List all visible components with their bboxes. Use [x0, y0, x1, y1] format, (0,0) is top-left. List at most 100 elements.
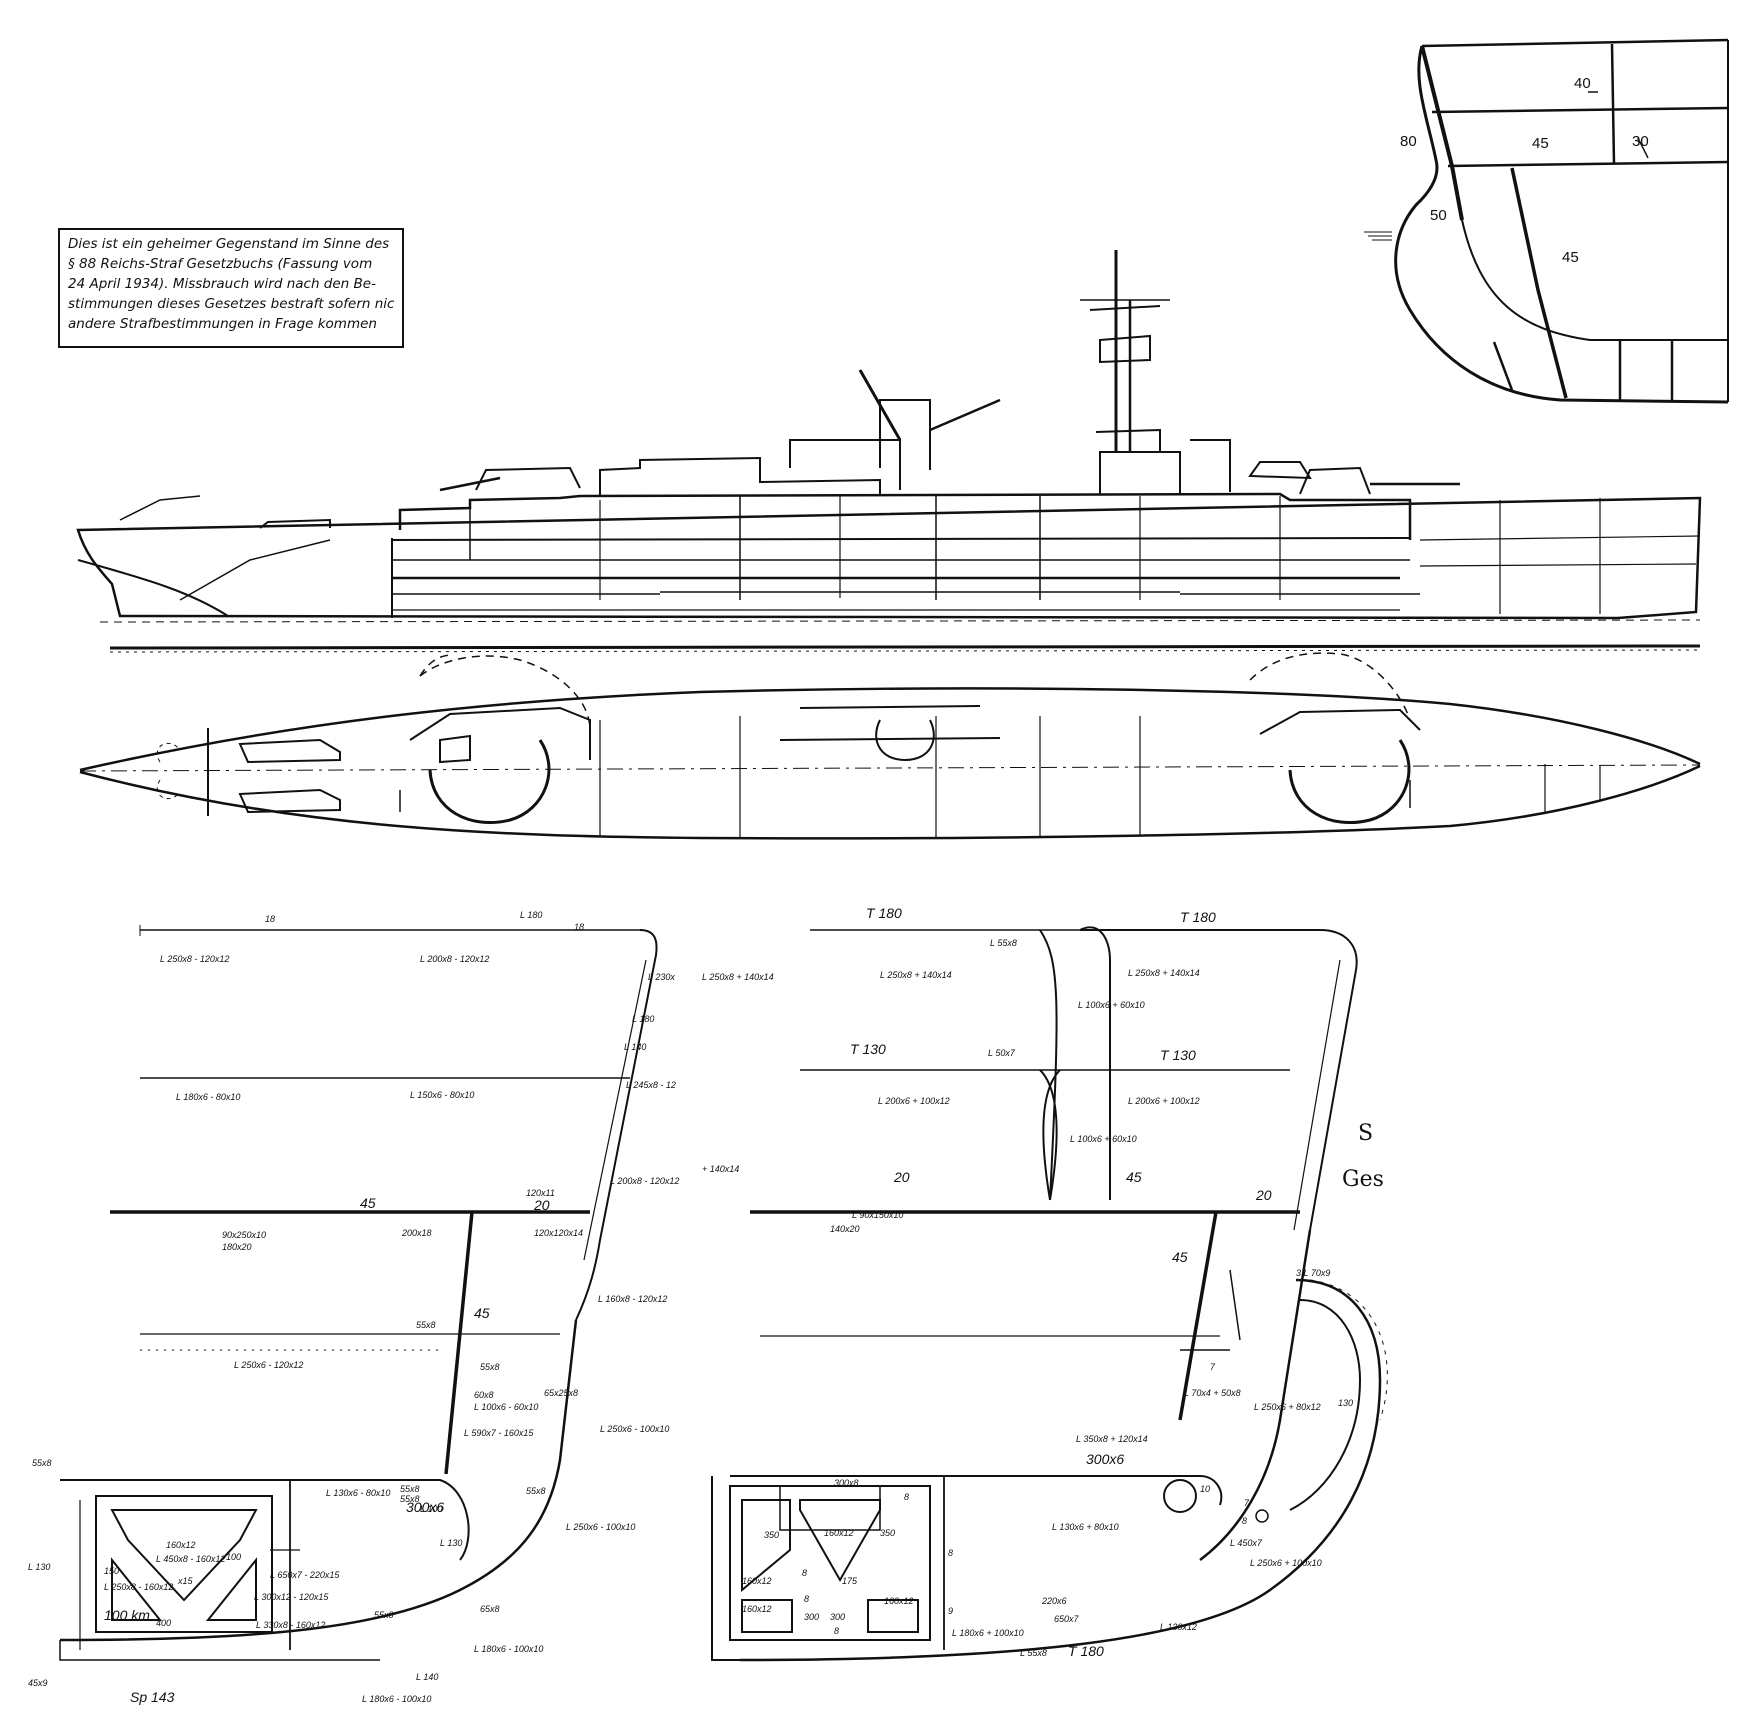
- dimension-label: L 250x8 + 140x14: [1128, 968, 1200, 978]
- dimension-label: L 200x8 - 120x12: [610, 1176, 679, 1186]
- dimension-label: 45: [474, 1305, 490, 1321]
- dimension-label: 160x12: [166, 1540, 196, 1550]
- armor-label: 30: [1632, 133, 1649, 150]
- dimension-label: L 200x8 - 120x12: [420, 954, 489, 964]
- dimension-label: L 100x6 + 60x10: [1078, 1000, 1145, 1010]
- dimension-label: 45: [360, 1195, 376, 1211]
- armor-label: 40: [1574, 75, 1591, 92]
- dimension-label: 130: [1338, 1398, 1353, 1408]
- dimension-label: L 330x8 - 160x12: [256, 1620, 325, 1630]
- dimension-label: 300x6: [1086, 1451, 1124, 1467]
- dimension-label: L 130x6 - 80x10: [326, 1488, 390, 1498]
- dimension-label: 300x8: [834, 1478, 859, 1488]
- edge-text: Ges: [1342, 1167, 1384, 1192]
- dimension-label: 300: [830, 1612, 845, 1622]
- dimension-label: L 90x150x10: [852, 1210, 903, 1220]
- dimension-label: 60x8: [474, 1390, 494, 1400]
- dimension-label: 45: [1172, 1249, 1188, 1265]
- dimension-label: 160x12: [742, 1604, 772, 1614]
- dimension-label: x15: [177, 1576, 194, 1586]
- notice-line: 24 April 1934). Missbrauch wird nach den…: [68, 276, 376, 292]
- scale-bar: [109, 644, 1701, 653]
- dimension-label: 400: [156, 1618, 171, 1628]
- dimension-label: L 130x12: [1160, 1622, 1197, 1632]
- notice-line: stimmungen dieses Gesetzes bestraft sofe…: [68, 296, 394, 312]
- dimension-label: T 180: [1068, 1643, 1104, 1659]
- dimension-label: 55x8: [526, 1486, 546, 1496]
- dimension-label: L 55x8: [990, 938, 1017, 948]
- dimension-label: 300: [804, 1612, 819, 1622]
- edge-annotation: S Ges: [1342, 1121, 1384, 1192]
- dimension-label: 9: [948, 1606, 953, 1616]
- dimension-label: L 55x8: [1020, 1648, 1047, 1658]
- dimension-label: 8: [904, 1492, 909, 1502]
- dimension-label: L 250x6 - 120x12: [234, 1360, 303, 1370]
- dimension-label: 8: [1242, 1516, 1247, 1526]
- dimension-label: 55x8: [480, 1362, 500, 1372]
- dimension-label: Sp 143: [130, 1689, 175, 1705]
- edge-text: S: [1358, 1121, 1373, 1146]
- dimension-label: 8: [834, 1626, 839, 1636]
- dimension-label: 90x250x10: [222, 1230, 266, 1240]
- dimension-label: L 130: [440, 1538, 462, 1548]
- dimension-label: L 250x6 + 100x10: [1250, 1558, 1322, 1568]
- dimension-label: L 180: [632, 1014, 654, 1024]
- dimension-label: 175: [842, 1576, 858, 1586]
- dimension-label: L 200x6 + 100x12: [1128, 1096, 1200, 1106]
- dimension-label: 650x7: [1054, 1614, 1080, 1624]
- dimension-label: 20: [1255, 1187, 1272, 1203]
- dimension-label: 8: [804, 1594, 809, 1604]
- dimension-label: L 300x12 - 120x15: [254, 1592, 329, 1602]
- dimension-label: L 350x8 + 120x14: [1076, 1434, 1148, 1444]
- dimension-label: 8: [802, 1568, 807, 1578]
- dimension-label: 160x12: [884, 1596, 914, 1606]
- dimension-label: 150: [104, 1566, 119, 1576]
- dimension-label: 45: [1126, 1169, 1142, 1185]
- armor-label: 45: [1532, 135, 1549, 152]
- dimension-label: 18: [265, 914, 275, 924]
- dimension-label: 10: [1200, 1484, 1210, 1494]
- dimension-label: T 130: [1160, 1047, 1196, 1063]
- dimension-label: 18: [574, 922, 584, 932]
- armor-label: 80: [1400, 133, 1417, 150]
- dimension-label: L 250x6 + 80x12: [1254, 1402, 1321, 1412]
- dimension-label: 20: [533, 1197, 550, 1213]
- dimension-label: 65x8: [480, 1604, 500, 1614]
- dimension-label: L 50x7: [988, 1048, 1016, 1058]
- dimension-label: L 450x7: [1230, 1538, 1263, 1548]
- dimension-label: 55x8: [400, 1484, 420, 1494]
- dimension-label: L 140: [416, 1672, 438, 1682]
- dimension-label: L 130: [28, 1562, 50, 1572]
- dimension-label: L 180x6 - 100x10: [474, 1644, 543, 1654]
- armor-scheme-section: [1364, 38, 1729, 404]
- dimension-label: L 450x8 - 160x12: [156, 1554, 225, 1564]
- armor-scheme-labels: 40 80 45 30 50 45: [1400, 75, 1649, 266]
- dimension-label: 300x6: [406, 1499, 444, 1515]
- armor-label: 45: [1562, 249, 1579, 266]
- notice-line: § 88 Reichs-Straf Gesetzbuchs (Fassung v…: [68, 256, 373, 272]
- dimension-label: 220x6: [1041, 1596, 1067, 1606]
- dimension-label: L 130x6 + 80x10: [1052, 1522, 1119, 1532]
- dimension-label: 140x20: [830, 1224, 860, 1234]
- side-elevation: [76, 250, 1702, 623]
- dimension-label: L 160x8 - 120x12: [598, 1294, 667, 1304]
- dimension-label: L 650x7 - 220x15: [270, 1570, 340, 1580]
- dimension-label: L 250x6 - 100x10: [600, 1424, 669, 1434]
- dimension-label: + 140x14: [702, 1164, 739, 1174]
- dimension-label: L 245x8 - 12: [626, 1080, 676, 1090]
- dimension-label: 55x8: [374, 1610, 394, 1620]
- dimension-label: L 200x6 + 100x12: [878, 1096, 950, 1106]
- secrecy-notice: Dies ist ein geheimer Gegenstand im Sinn…: [58, 228, 404, 348]
- right-midship-section: [711, 926, 1388, 1662]
- armor-label: 50: [1430, 207, 1447, 224]
- dimension-label: 8: [948, 1548, 953, 1558]
- left-midship-section: [59, 925, 658, 1661]
- plan-view: [79, 652, 1701, 840]
- dimension-label: L 100x6 - 60x10: [474, 1402, 538, 1412]
- dimension-label: 180x20: [222, 1242, 252, 1252]
- dimension-label: L 250x8 - 120x12: [160, 954, 229, 964]
- dimension-label: L 250x8 - 160x12: [104, 1582, 173, 1592]
- left-section-labels: 18 L 180 18 L 250x8 - 120x12 L 200x8 - 120x1…: [28, 910, 679, 1705]
